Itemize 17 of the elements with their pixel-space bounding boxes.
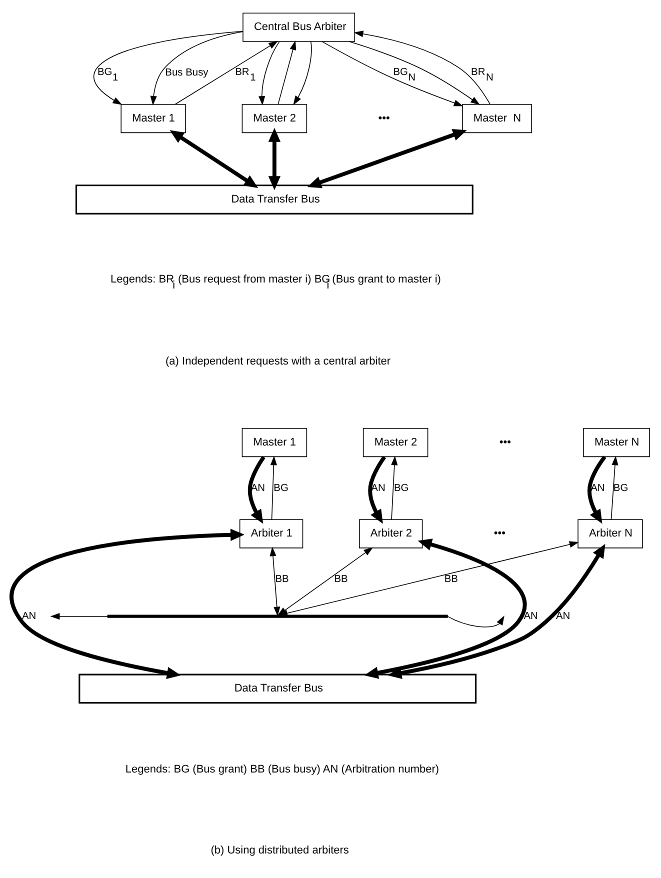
edge-label: BG (613, 482, 628, 494)
edge-label: BB (444, 574, 458, 586)
label: ••• (499, 436, 511, 448)
edge-label: Bus Busy (165, 68, 208, 79)
label: (a) Independent requests with a central arbiter (166, 355, 391, 368)
edge-label: BB (334, 574, 348, 586)
edge-label: BG (274, 482, 288, 494)
edge-label: BB (275, 574, 289, 586)
label: ••• (378, 112, 390, 124)
label: (b) Using distributed arbiters (210, 844, 349, 857)
edge-label: AN (556, 611, 570, 622)
edge-label: BG (394, 482, 409, 494)
edge-label: AN (371, 482, 386, 494)
label: Legends: BG (Bus grant) BB (Bus busy) AN (Arbitration number) (125, 764, 440, 776)
edge-label: AN (524, 611, 538, 622)
label: ••• (494, 528, 506, 540)
edge-label: AN (22, 611, 36, 622)
